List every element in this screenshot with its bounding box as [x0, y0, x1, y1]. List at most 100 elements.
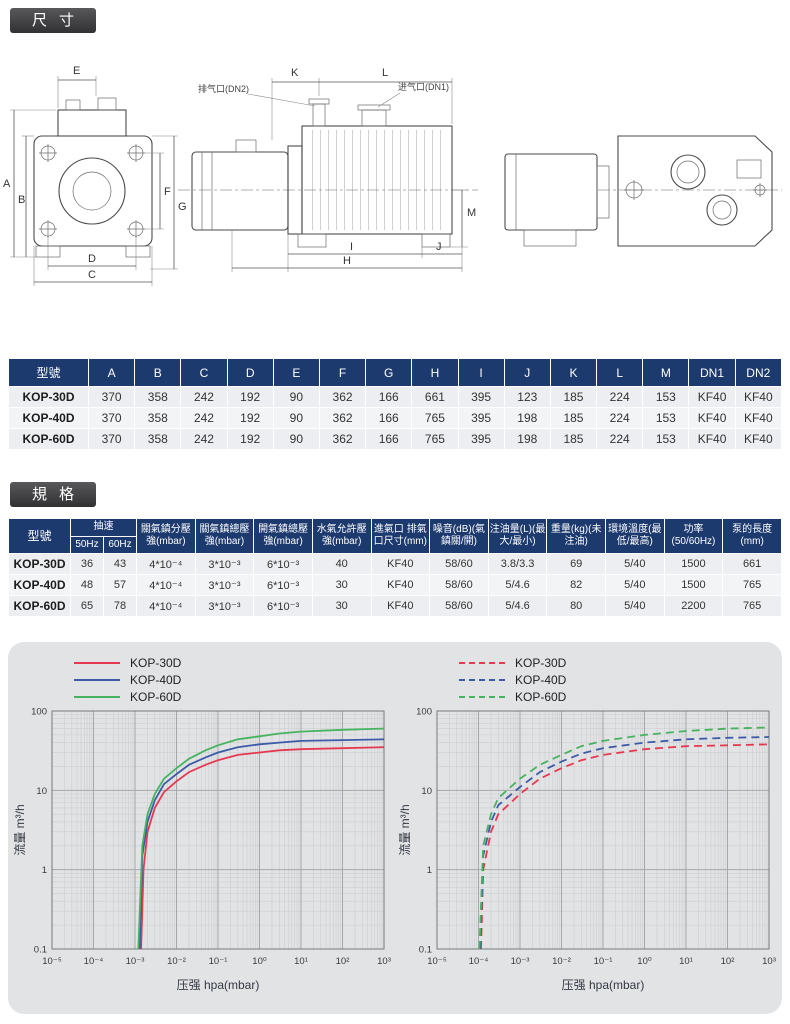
column-header: 注油量(L)(最大/最小): [487, 518, 548, 554]
x-axis-label: 压强 hpa(mbar): [562, 978, 645, 992]
value-cell: 6*10⁻³: [253, 574, 313, 596]
value-cell: 153: [642, 407, 690, 429]
x-tick-label: 10⁻⁴: [469, 956, 489, 967]
x-tick-label: 10²: [721, 956, 735, 967]
column-header: DN1: [688, 358, 736, 387]
legend-label: KOP-40D: [130, 672, 182, 687]
column-header: 50Hz: [70, 535, 104, 554]
column-header: 60Hz: [103, 535, 137, 554]
value-cell: 185: [549, 386, 598, 408]
legend-label: KOP-40D: [515, 672, 567, 687]
value-cell: 358: [134, 428, 182, 450]
column-header: 關氣鎮分壓強(mbar): [136, 518, 196, 554]
rear-view: [504, 135, 782, 247]
value-cell: 242: [180, 428, 228, 450]
value-cell: 661: [411, 386, 459, 408]
legend-item: KOP-30D: [74, 654, 397, 671]
x-axis-label: 压强 hpa(mbar): [177, 978, 260, 992]
dim-label-m: M: [467, 207, 476, 219]
value-cell: 370: [87, 386, 136, 408]
legend-item: KOP-40D: [459, 671, 782, 688]
column-header: 噪音(dB)(氣鎮關/開): [429, 518, 489, 554]
value-cell: 90: [272, 407, 320, 429]
value-cell: 358: [134, 386, 182, 408]
column-header: 型號: [8, 518, 71, 554]
legend-label: KOP-60D: [130, 689, 182, 704]
value-cell: 3*10⁻³: [194, 595, 255, 617]
legend-swatch: [459, 695, 505, 698]
value-cell: 3*10⁻³: [194, 553, 255, 575]
value-cell: 198: [503, 428, 551, 450]
column-header: K: [549, 358, 598, 387]
x-tick-label: 10¹: [679, 956, 693, 967]
value-cell: 5/40: [605, 553, 665, 575]
value-cell: 4*10⁻⁴: [136, 574, 196, 596]
value-cell: 370: [87, 407, 136, 429]
value-cell: 358: [134, 407, 182, 429]
value-cell: 242: [180, 386, 228, 408]
value-cell: 58/60: [429, 574, 489, 596]
side-view: 排气口(DN2) 进气口(DN1) K L M I J H: [178, 67, 478, 272]
value-cell: KF40: [370, 553, 431, 575]
value-cell: 765: [722, 574, 782, 596]
value-cell: 5/4.6: [487, 574, 548, 596]
y-axis-label: 流量 m³/h: [13, 804, 27, 855]
legend-swatch: [74, 695, 120, 698]
value-cell: 395: [457, 386, 505, 408]
legend-swatch: [459, 678, 505, 681]
dim-label-g: G: [178, 201, 187, 213]
dim-label-j: J: [436, 241, 442, 253]
x-tick-label: 10⁻³: [126, 956, 145, 967]
y-tick-label: 0.1: [419, 945, 432, 956]
callout-exhaust-port: 排气口(DN2): [198, 83, 249, 94]
dim-label-a: A: [3, 178, 11, 190]
column-header: 進氣口 排氣口尺寸(mm): [370, 518, 431, 554]
y-tick-label: 10: [421, 786, 432, 797]
column-header: 開氣鎮總壓強(mbar): [253, 518, 313, 554]
value-cell: 765: [722, 595, 782, 617]
legend-item: KOP-60D: [459, 688, 782, 705]
technical-drawing: E A B F G D C: [3, 65, 782, 286]
value-cell: 69: [546, 553, 606, 575]
dim-label-i: I: [350, 241, 353, 253]
value-cell: 192: [226, 428, 274, 450]
legend-item: KOP-40D: [74, 671, 397, 688]
y-tick-label: 0.1: [34, 945, 47, 956]
model-cell: KOP-30D: [8, 553, 71, 575]
value-cell: 3*10⁻³: [194, 574, 255, 596]
x-tick-label: 10³: [762, 956, 776, 967]
value-cell: 40: [311, 553, 372, 575]
legend-label: KOP-60D: [515, 689, 567, 704]
value-cell: 58/60: [429, 595, 489, 617]
series-KOP-40D: [479, 736, 770, 950]
column-header: G: [365, 358, 413, 387]
series-KOP-30D: [140, 746, 385, 950]
dim-label-b: B: [18, 194, 25, 206]
column-header: 抽速: [70, 518, 137, 537]
column-header: M: [642, 358, 690, 387]
value-cell: 78: [103, 595, 137, 617]
x-tick-label: 10⁻¹: [594, 956, 613, 967]
x-tick-label: 10²: [336, 956, 350, 967]
column-header: 關氣鎮總壓強(mbar): [194, 518, 255, 554]
model-cell: KOP-30D: [8, 386, 89, 408]
specifications-table: 型號 抽速 關氣鎮分壓強(mbar) 關氣鎮總壓強(mbar) 開氣鎮總壓強(m…: [8, 518, 782, 617]
value-cell: 192: [226, 386, 274, 408]
section-title-specifications: 規格: [10, 482, 96, 507]
y-tick-label: 100: [416, 707, 432, 718]
value-cell: KF40: [734, 386, 783, 408]
value-cell: 48: [70, 574, 104, 596]
model-cell: KOP-40D: [8, 407, 89, 429]
value-cell: 242: [180, 407, 228, 429]
value-cell: 153: [642, 428, 690, 450]
column-header: D: [226, 358, 274, 387]
value-cell: KF40: [688, 386, 736, 408]
